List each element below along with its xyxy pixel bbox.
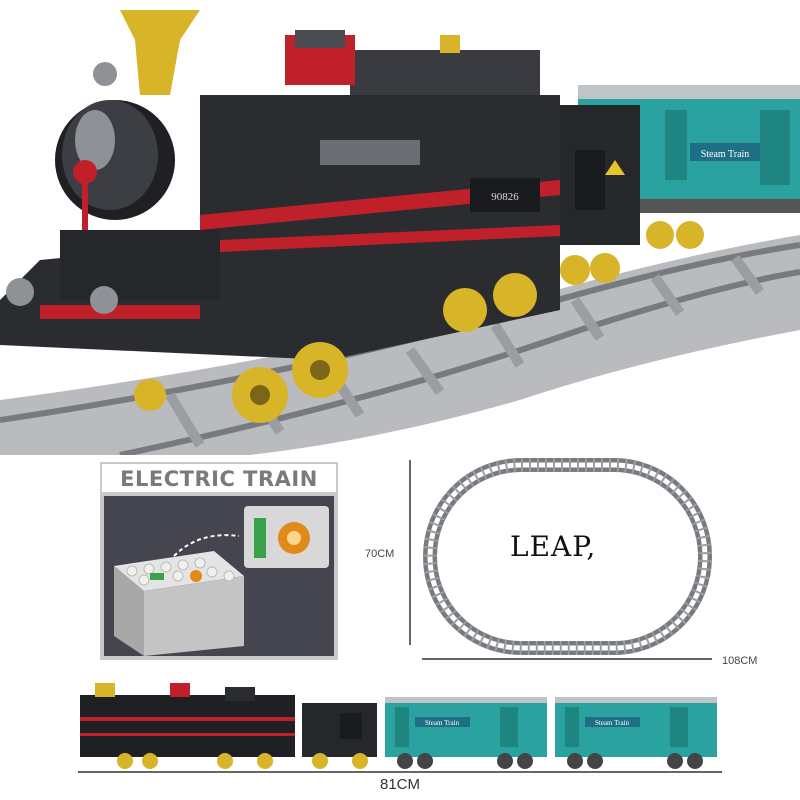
strip-locomotive xyxy=(80,683,295,769)
rail xyxy=(119,269,800,455)
strip-tender xyxy=(302,703,377,769)
oval-track-diagram xyxy=(409,458,712,660)
tender xyxy=(560,105,640,285)
loco-number: 90826 xyxy=(491,191,519,203)
watermark-text: LEAP, xyxy=(510,530,597,563)
locomotive: 90826 xyxy=(0,10,560,423)
track-sleepers xyxy=(423,458,712,655)
height-label: 70CM xyxy=(365,548,395,560)
width-label: 108CM xyxy=(722,655,758,667)
electric-train-panel: ELECTRIC TRAIN xyxy=(100,462,338,660)
length-label: 81CM xyxy=(379,776,420,793)
steam-train-illustration: Steam Train 90826 xyxy=(0,10,800,455)
electric-train-title: ELECTRIC TRAIN xyxy=(100,462,338,494)
full-train-side-view: Steam Train Steam Train xyxy=(78,683,722,773)
hero-photo: Steam Train 90826 xyxy=(0,10,800,455)
battery-box-photo xyxy=(104,496,334,656)
strip-wagon-2: Steam Train xyxy=(555,697,717,769)
wagon-label: Steam Train xyxy=(701,149,750,160)
strip-wagon-2-label: Steam Train xyxy=(595,719,630,727)
battery-box-icon xyxy=(114,506,329,656)
strip-wagon-1-label: Steam Train xyxy=(425,719,460,727)
strip-wagon-1: Steam Train xyxy=(385,697,547,769)
